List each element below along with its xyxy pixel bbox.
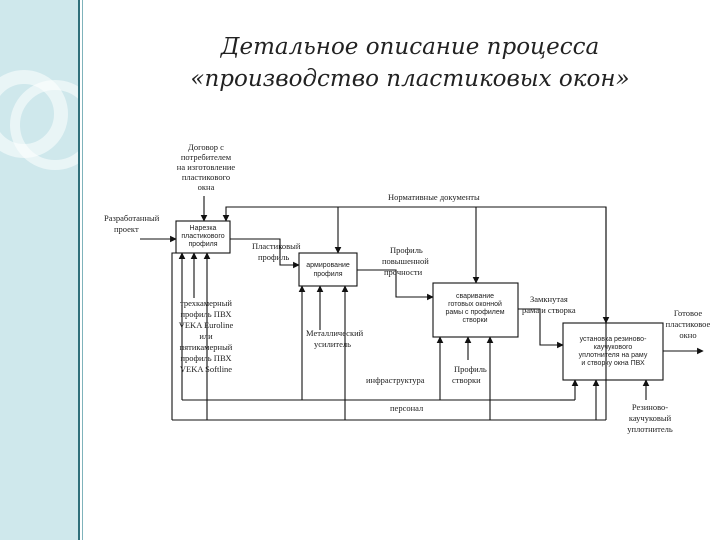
decorative-side-band bbox=[0, 0, 100, 540]
block-cutting bbox=[175, 220, 231, 254]
page-title-line1: Детальное описание процесса bbox=[220, 34, 600, 60]
block-seal-install bbox=[562, 322, 664, 381]
block-reinforcing bbox=[298, 252, 358, 287]
label-norms: Нормативные документы bbox=[388, 192, 480, 202]
label-personnel: персонал bbox=[390, 403, 424, 413]
page-title-line2: «производство пластиковых окон» bbox=[190, 66, 630, 92]
label-infrastructure: инфраструктура bbox=[366, 375, 425, 385]
side-divider bbox=[78, 0, 80, 540]
side-divider-thin bbox=[82, 0, 83, 540]
decorative-circle bbox=[10, 80, 100, 170]
block-welding bbox=[432, 282, 519, 338]
